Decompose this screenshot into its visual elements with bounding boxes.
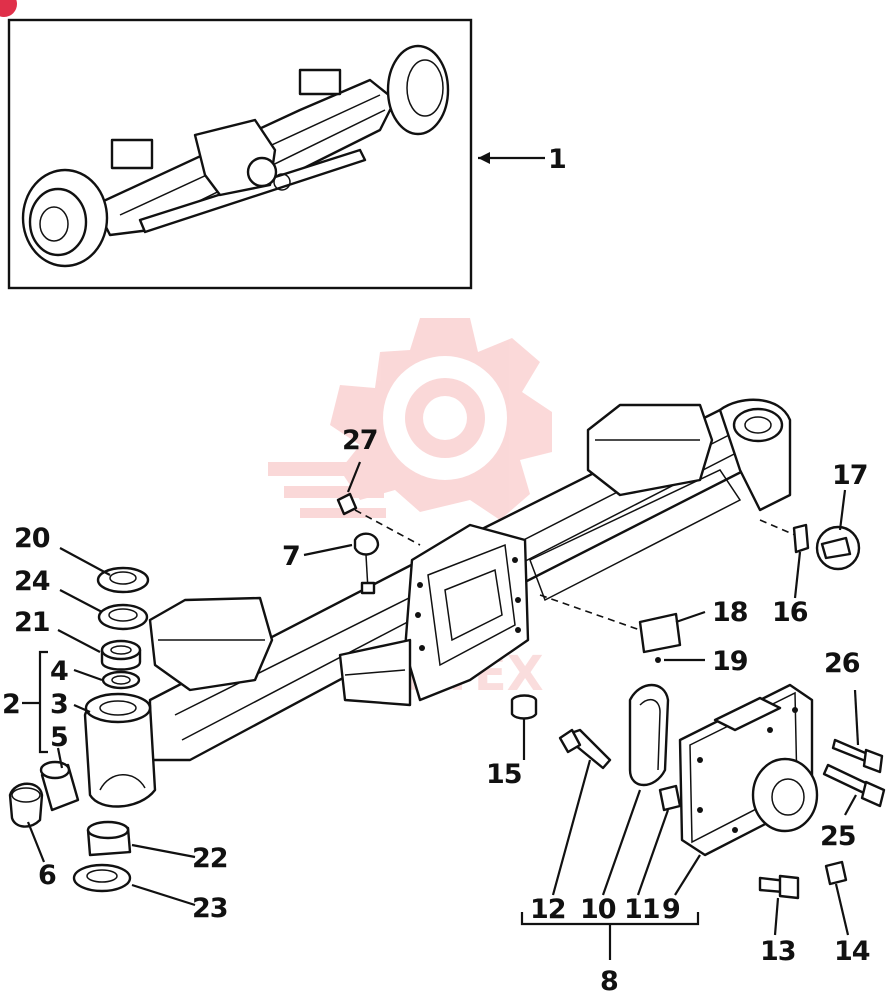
washer-23: [72, 863, 132, 893]
callout-13: 13: [760, 936, 796, 967]
callout-11: 11: [624, 894, 660, 925]
callout-14: 14: [834, 936, 870, 967]
callout-6: 6: [38, 860, 56, 891]
assembly-inset: [7, 18, 473, 290]
callout-25: 25: [820, 821, 856, 852]
callout-10: 10: [580, 894, 616, 925]
callout-17: 17: [832, 460, 868, 491]
callout-9: 9: [662, 894, 680, 925]
callout-26: 26: [824, 648, 860, 679]
callout-20: 20: [14, 523, 50, 554]
bracket-2: [38, 650, 48, 754]
callout-3: 3: [50, 689, 68, 720]
callout-labels: 1 27 17 20 7 24 16 18 21 19 26 4 2 3 5 1…: [2, 144, 871, 997]
front-axle-housing: [83, 398, 792, 808]
callout-18: 18: [712, 597, 748, 628]
callout-15: 15: [486, 759, 522, 790]
dowel-pin-15: [510, 694, 538, 720]
bracket-housing-9: [678, 683, 819, 857]
seal-20: [96, 566, 150, 594]
seal-6: [8, 782, 44, 828]
callout-8: 8: [600, 966, 618, 997]
callout-4: 4: [50, 656, 68, 687]
callout-24: 24: [14, 566, 50, 597]
callout-2: 2: [2, 689, 20, 720]
callout-22: 22: [192, 843, 228, 874]
ring-4: [101, 670, 141, 690]
callout-1: 1: [548, 144, 566, 175]
bushing-11: [658, 784, 682, 812]
vent-fitting-7: [353, 532, 380, 556]
corner-badge: [0, 0, 17, 17]
watermark-gear-logo: [268, 318, 552, 520]
plug-14: [824, 860, 848, 886]
callout-7: 7: [282, 541, 300, 572]
screw-19: [655, 657, 661, 663]
callout-16: 16: [772, 597, 808, 628]
fitting-base-7: [360, 581, 376, 595]
callout-23: 23: [192, 893, 228, 924]
callout-5: 5: [50, 722, 68, 753]
callout-21: 21: [14, 607, 50, 638]
cover-plate-18: [638, 612, 682, 654]
callout-19: 19: [712, 646, 748, 677]
leader-lines: [26, 461, 860, 936]
breather-plug-27: [336, 492, 358, 516]
housing-bolt-holes: [415, 557, 521, 651]
callout-12: 12: [530, 894, 566, 925]
callout-27: 27: [342, 425, 378, 456]
clip-16: [792, 523, 810, 554]
